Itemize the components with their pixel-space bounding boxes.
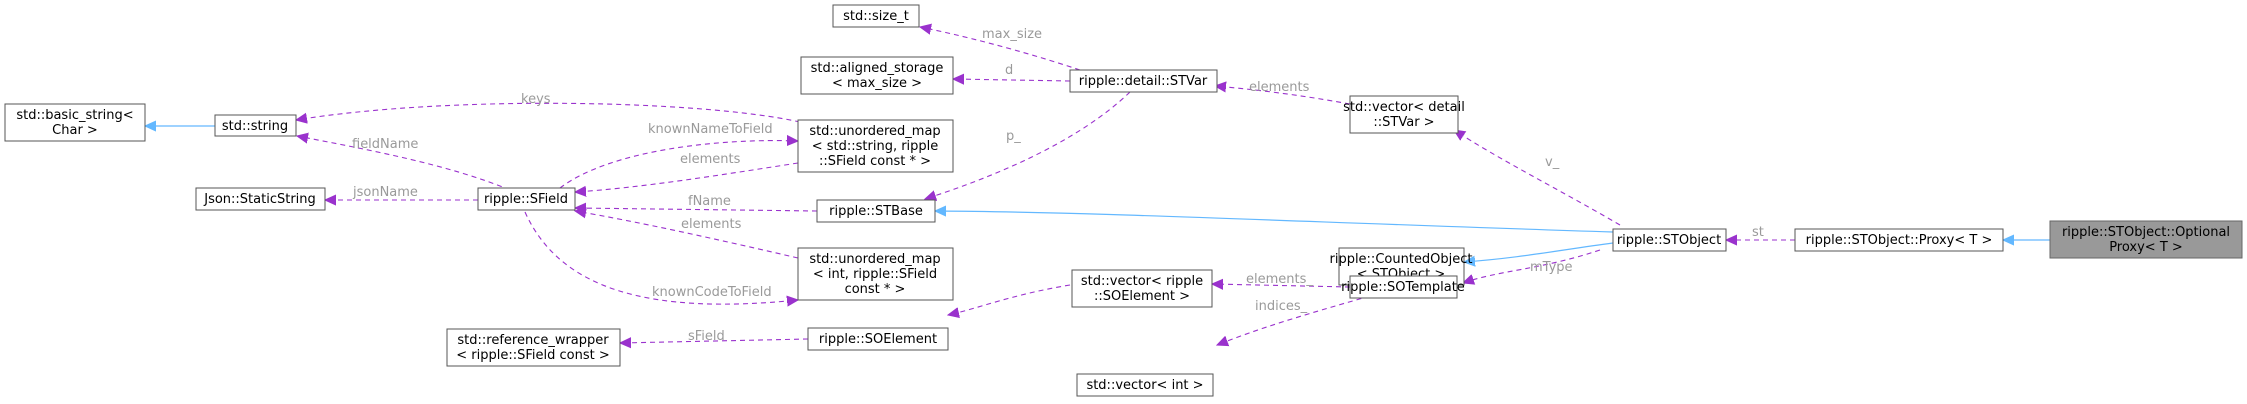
node-static-string-line-1: Json::StaticString <box>203 192 316 207</box>
edge-label-elements-stvar: elements <box>1249 80 1310 95</box>
node-aligned-storage[interactable]: std::aligned_storage < max_size > <box>800 56 954 95</box>
edge-label-sfield: sField <box>688 329 725 344</box>
edge-umap-int-sfield-elements <box>575 211 799 259</box>
node-vec-int[interactable]: std::vector< int > <box>1076 373 1214 397</box>
node-string[interactable]: std::string <box>214 114 297 137</box>
edge-label-known-name-to-field: knownNameToField <box>648 122 773 137</box>
inheritance-edges <box>145 126 2050 262</box>
node-stobject-line-1: ripple::STObject <box>1617 233 1721 248</box>
node-vec-soelement-line-1: std::vector< ripple <box>1081 274 1203 289</box>
node-proxy-line-1: ripple::STObject::Proxy< T > <box>1806 233 1993 248</box>
node-umap-int-line-2: < int, ripple::SField <box>813 267 937 282</box>
node-basic-string[interactable]: std::basic_string< Char > <box>4 103 146 142</box>
edge-label-known-code-to-field: knownCodeToField <box>652 285 772 300</box>
node-umap-string-line-2: < std::string, ripple <box>812 139 939 154</box>
node-soelement[interactable]: ripple::SOElement <box>807 327 949 351</box>
edge-stbase-sfield-fname <box>575 208 818 211</box>
node-string-line-1: std::string <box>222 119 288 134</box>
node-optional-proxy[interactable]: ripple::STObject::Optional Proxy< T > <box>2049 220 2243 259</box>
node-umap-int-line-3: const * > <box>845 282 906 297</box>
node-counted-object-line-1: ripple::CountedObject <box>1329 252 1472 267</box>
edge-umap-string-string-keys <box>296 102 801 122</box>
node-sotemplate-line-1: ripple::SOTemplate <box>1341 280 1465 295</box>
edge-vec-soelement-soelement-elements <box>948 284 1071 315</box>
node-vec-stvar[interactable]: std::vector< detail ::STVar > <box>1343 95 1465 134</box>
edge-label-jsonname: jsonName <box>352 185 418 200</box>
node-aligned-storage-line-2: < max_size > <box>832 76 922 91</box>
edge-sfield-umap-int-known-code <box>524 211 798 304</box>
node-sotemplate[interactable]: ripple::SOTemplate <box>1341 275 1465 299</box>
node-static-string[interactable]: Json::StaticString <box>195 187 326 211</box>
edge-label-v: v_ <box>1545 155 1560 170</box>
node-ref-wrapper-line-2: < ripple::SField const > <box>456 348 609 363</box>
node-stvar[interactable]: ripple::detail::STVar <box>1069 69 1218 93</box>
edge-sotemplate-vec-int-indices <box>1217 295 1371 345</box>
node-ref-wrapper-line-1: std::reference_wrapper <box>457 333 609 348</box>
edge-label-indices: indices_ <box>1255 299 1308 314</box>
edge-label-d: d <box>1005 63 1013 78</box>
edge-sfield-string-fieldname <box>297 136 511 191</box>
node-basic-string-line-2: Char > <box>52 123 98 138</box>
edge-label-mtype: mType <box>1530 260 1573 275</box>
edge-stobject-counted-object <box>1464 242 1614 262</box>
edge-stvar-stbase-p <box>925 91 1131 199</box>
node-vec-int-line-1: std::vector< int > <box>1086 378 1203 393</box>
edge-sotemplate-stobject-mtype <box>1463 249 1601 283</box>
edge-stobject-vec-stvar-v <box>1454 130 1621 226</box>
node-stvar-line-1: ripple::detail::STVar <box>1079 74 1208 89</box>
node-umap-string[interactable]: std::unordered_map < std::string, ripple… <box>797 119 954 173</box>
edge-label-elements-umap-int: elements <box>681 217 742 232</box>
usage-edges <box>296 27 1795 345</box>
node-optional-proxy-line-1: ripple::STObject::Optional <box>2062 225 2230 240</box>
node-size-t[interactable]: std::size_t <box>832 4 920 28</box>
edge-stvar-size-t-max-size <box>920 27 1081 71</box>
node-umap-int[interactable]: std::unordered_map < int, ripple::SField… <box>797 247 954 301</box>
node-size-t-line-1: std::size_t <box>843 9 909 24</box>
edge-label-st: st <box>1752 225 1764 240</box>
edge-label-elements-umap-string: elements <box>680 152 741 167</box>
node-vec-stvar-line-1: std::vector< detail <box>1343 100 1465 115</box>
node-aligned-storage-line-1: std::aligned_storage <box>811 61 944 76</box>
edge-stvar-aligned-storage-d <box>953 79 1071 81</box>
edge-label-fname: fName <box>688 194 731 209</box>
edge-vec-stvar-stvar-elements <box>1215 86 1351 105</box>
node-vec-stvar-line-2: ::STVar > <box>1373 115 1434 130</box>
node-umap-string-line-3: ::SField const * > <box>819 154 931 169</box>
node-stbase[interactable]: ripple::STBase <box>816 199 936 223</box>
edge-label-p: p_ <box>1006 129 1021 144</box>
edge-label-fieldname: fieldName <box>352 137 418 152</box>
edge-label-keys: keys <box>521 92 551 107</box>
node-umap-string-line-1: std::unordered_map <box>809 124 940 139</box>
node-stobject[interactable]: ripple::STObject <box>1612 228 1727 252</box>
edge-stobject-stbase <box>935 211 1614 233</box>
node-umap-int-line-1: std::unordered_map <box>809 252 940 267</box>
edge-label-max-size: max_size <box>982 27 1042 42</box>
edge-label-elements-sotemplate: elements_ <box>1246 272 1313 287</box>
node-sfield-line-1: ripple::SField <box>484 192 568 207</box>
node-ref-wrapper[interactable]: std::reference_wrapper < ripple::SField … <box>446 328 621 367</box>
node-stbase-line-1: ripple::STBase <box>829 204 923 219</box>
node-optional-proxy-line-2: Proxy< T > <box>2109 240 2183 255</box>
node-proxy[interactable]: ripple::STObject::Proxy< T > <box>1794 228 2004 252</box>
node-basic-string-line-1: std::basic_string< <box>16 108 133 123</box>
node-soelement-line-1: ripple::SOElement <box>819 332 937 347</box>
node-sfield[interactable]: ripple::SField <box>477 187 576 211</box>
edge-umap-string-sfield-elements <box>575 162 799 192</box>
node-vec-soelement-line-2: ::SOElement > <box>1094 289 1190 304</box>
edge-labels: keys fieldName jsonName knownNameToField… <box>352 27 1764 344</box>
edge-soelement-ref-wrapper-sfield <box>620 339 809 343</box>
node-vec-soelement[interactable]: std::vector< ripple ::SOElement > <box>1071 269 1213 308</box>
